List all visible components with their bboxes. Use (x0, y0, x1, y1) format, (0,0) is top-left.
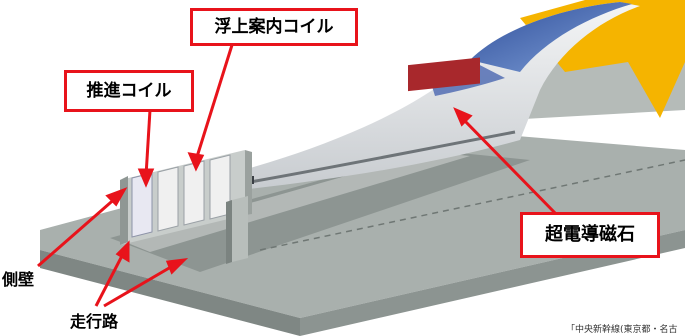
label-propulsion-coil: 推進コイル (64, 70, 194, 112)
arrow-running-path-2 (103, 262, 177, 308)
propulsion-coil-panel (131, 172, 153, 238)
source-note: 「中央新幹線(東京都・名古 (566, 325, 678, 335)
arrow-levitation-coil (194, 44, 234, 161)
arrow-running-path-1 (94, 251, 126, 307)
arrow-propulsion-coil (144, 109, 152, 177)
label-running-path: 走行路 (70, 312, 119, 331)
label-levitation-guidance-coil: 浮上案内コイル (190, 8, 358, 46)
arrow-superconducting-magnet (460, 116, 560, 218)
levitation-coil-panel (157, 166, 179, 232)
arrow-side-wall (37, 194, 119, 268)
label-side-wall: 側壁 (2, 270, 35, 289)
running-path-trough (110, 150, 530, 272)
superconducting-magnet-block (408, 57, 480, 92)
callout-arrows (37, 44, 560, 308)
label-superconducting-magnet: 超電導磁石 (520, 212, 660, 258)
train-roof-panels (470, 2, 632, 72)
side-wall-pillar (232, 196, 248, 262)
guideway-base-front (40, 250, 300, 336)
